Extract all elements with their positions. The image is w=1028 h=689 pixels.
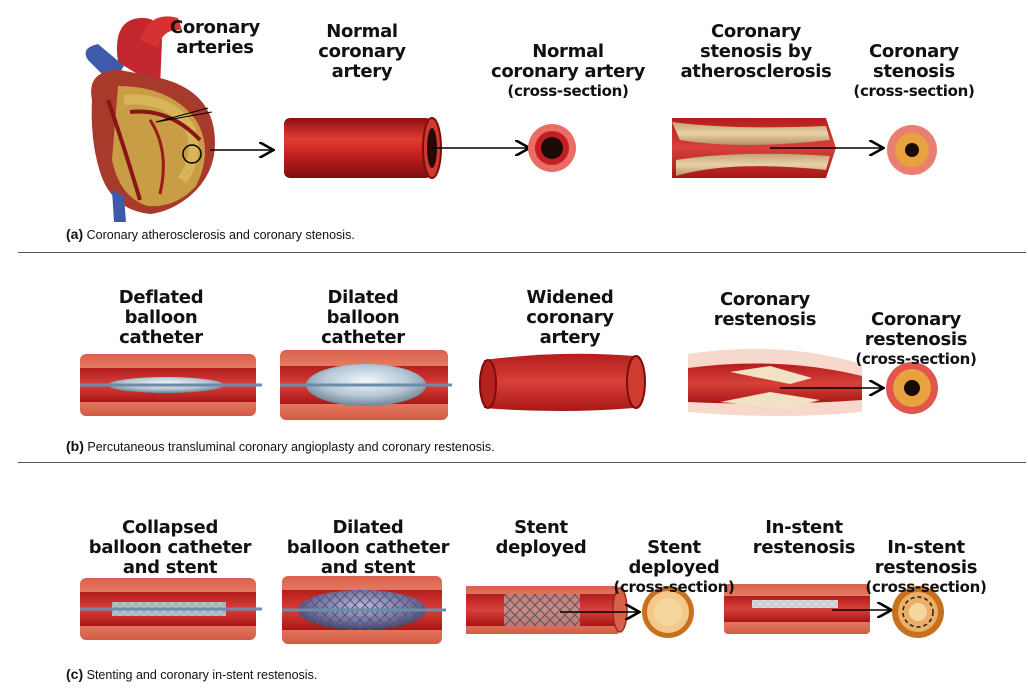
instent-restenosis-vessel — [724, 584, 870, 634]
stenosis-cross-section — [887, 125, 937, 175]
divider-a-b — [18, 252, 1026, 253]
label-stenosis-cross-section: Coronary stenosis (cross-section) — [844, 22, 984, 120]
caption-letter-a: (a) — [66, 226, 83, 242]
label-coronary-restenosis: Coronary restenosis — [700, 290, 830, 330]
label-restenosis-cross-sub: (cross-section) — [846, 350, 986, 368]
caption-panel-a: (a) Coronary atherosclerosis and coronar… — [66, 226, 355, 242]
label-stent-deployed: Stent deployed — [486, 518, 596, 558]
caption-letter-b: (b) — [66, 438, 84, 454]
label-stenosis-cross-title: Coronary stenosis — [869, 41, 959, 82]
label-coronary-arteries: Coronary arteries — [160, 18, 270, 58]
label-dilated-balloon: Dilated balloon catheter — [298, 288, 428, 348]
label-restenosis-cross-section: Coronary restenosis (cross-section) — [846, 290, 986, 388]
label-normal-cross-sub: (cross-section) — [478, 82, 658, 100]
label-normal-cross-title: Normal coronary artery — [491, 41, 645, 82]
label-widened-artery: Widened coronary artery — [500, 288, 640, 348]
deflated-balloon-vessel — [80, 354, 262, 416]
label-normal-cross-section: Normal coronary artery (cross-section) — [478, 22, 658, 120]
caption-panel-c: (c) Stenting and coronary in-stent reste… — [66, 666, 317, 682]
label-deflated-balloon: Deflated balloon catheter — [96, 288, 226, 348]
label-restenosis-cross-title: Coronary restenosis — [865, 309, 967, 350]
deployed-stent-vessel — [466, 586, 627, 634]
caption-text-a: Coronary atherosclerosis and coronary st… — [87, 228, 355, 242]
label-stent-cross-title: Stent deployed — [629, 537, 720, 578]
label-stenosis-atherosclerosis: Coronary stenosis by atherosclerosis — [676, 22, 836, 82]
label-stent-cross-section: Stent deployed (cross-section) — [604, 518, 744, 616]
normal-cross-section — [528, 124, 576, 172]
dilated-balloon-vessel — [280, 350, 452, 420]
collapsed-stent-vessel — [80, 578, 262, 640]
label-instent-cross-sub: (cross-section) — [856, 578, 996, 596]
label-instent-cross-section: In-stent restenosis (cross-section) — [856, 518, 996, 616]
dilated-stent-vessel — [282, 576, 446, 644]
label-stenosis-cross-sub: (cross-section) — [844, 82, 984, 100]
label-instent-cross-title: In-stent restenosis — [875, 537, 977, 578]
caption-text-c: Stenting and coronary in-stent restenosi… — [87, 668, 318, 682]
label-stent-cross-sub: (cross-section) — [604, 578, 744, 596]
widened-artery-tube — [480, 354, 646, 411]
label-normal-artery: Normal coronary artery — [292, 22, 432, 82]
label-instent-restenosis: In-stent restenosis — [746, 518, 862, 558]
label-collapsed-balloon-stent: Collapsed balloon catheter and stent — [80, 518, 260, 578]
restenosis-vessel — [688, 349, 862, 416]
normal-artery-tube — [284, 118, 441, 178]
label-dilated-balloon-stent: Dilated balloon catheter and stent — [278, 518, 458, 578]
caption-text-b: Percutaneous transluminal coronary angio… — [87, 440, 494, 454]
caption-letter-c: (c) — [66, 666, 83, 682]
divider-b-c — [18, 462, 1026, 463]
caption-panel-b: (b) Percutaneous transluminal coronary a… — [66, 438, 495, 454]
